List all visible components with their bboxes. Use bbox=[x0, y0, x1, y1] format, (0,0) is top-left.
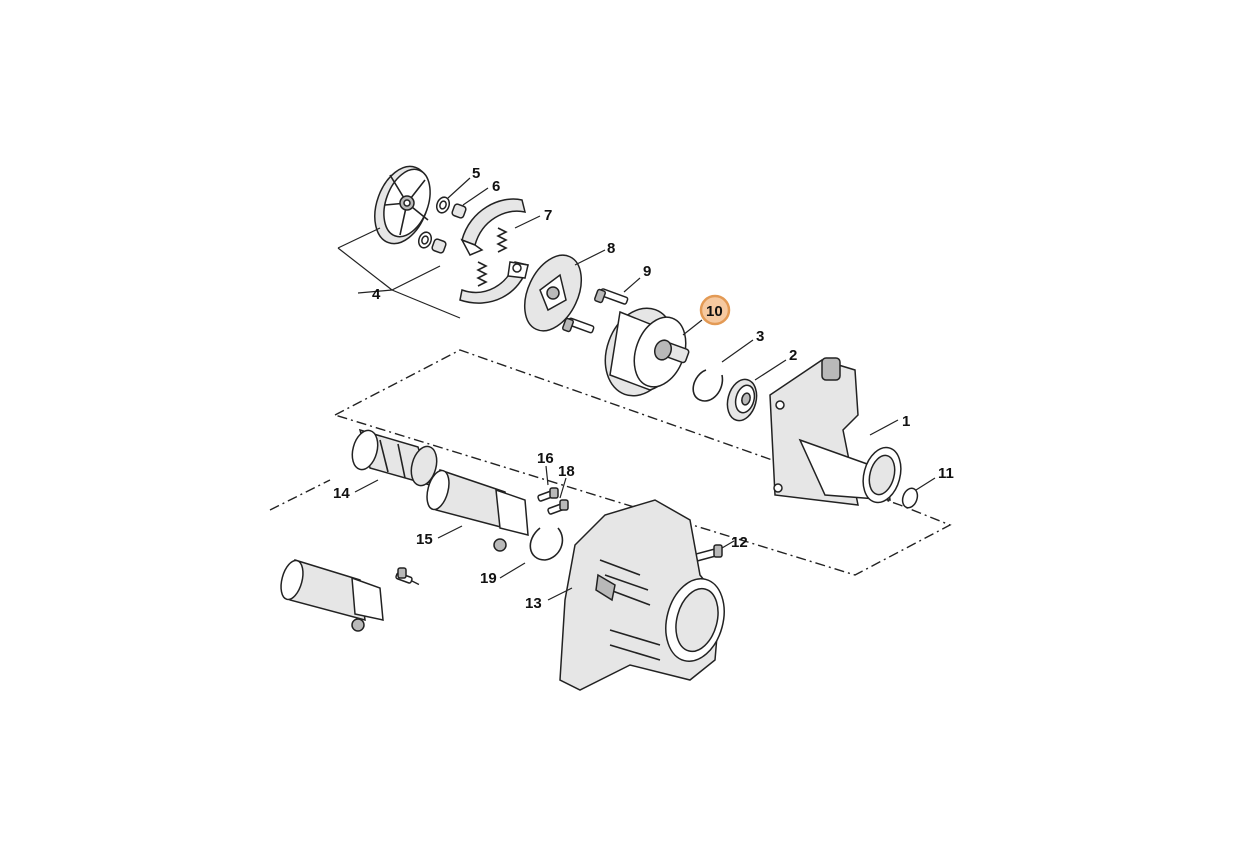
sleeve-14[interactable] bbox=[348, 428, 441, 489]
bush-6b[interactable] bbox=[431, 238, 447, 254]
callout-6: 6 bbox=[492, 178, 500, 195]
callout-12: 12 bbox=[731, 534, 748, 551]
bush-6[interactable] bbox=[451, 203, 467, 219]
leader-line-9 bbox=[623, 277, 641, 293]
leader-line-3 bbox=[721, 339, 754, 363]
clamp-tube-15[interactable] bbox=[423, 468, 529, 552]
callout-4: 4 bbox=[372, 286, 381, 303]
leader-line-16 bbox=[545, 465, 549, 486]
assembly-axis-line bbox=[269, 479, 331, 511]
leader-line-15 bbox=[437, 525, 463, 539]
screw-9-upper[interactable] bbox=[594, 288, 629, 305]
leader-line-7 bbox=[514, 215, 541, 229]
callout-16: 16 bbox=[537, 450, 554, 467]
leader-line-4 bbox=[391, 289, 461, 319]
leader-line-4 bbox=[357, 289, 393, 294]
leader-line-10 bbox=[682, 319, 703, 336]
leader-line-5 bbox=[447, 177, 471, 199]
callout-7: 7 bbox=[544, 207, 552, 224]
fan-housing-1[interactable] bbox=[769, 357, 907, 507]
leader-line-6 bbox=[462, 187, 489, 206]
assembly-boundary-line bbox=[334, 349, 952, 576]
wire-clip-19[interactable] bbox=[529, 527, 564, 561]
callout-14: 14 bbox=[333, 485, 350, 502]
circlip-11[interactable] bbox=[900, 486, 920, 510]
clutch-drum-10[interactable] bbox=[594, 298, 695, 405]
callout-3: 3 bbox=[756, 328, 764, 345]
leader-line-4 bbox=[337, 227, 381, 249]
callout-1: 1 bbox=[902, 413, 910, 430]
leader-line-8 bbox=[574, 249, 606, 266]
callout-9: 9 bbox=[643, 263, 651, 280]
callout-15: 15 bbox=[416, 531, 433, 548]
callout-2: 2 bbox=[789, 347, 797, 364]
leader-line-14 bbox=[354, 479, 379, 493]
gear-cover-13[interactable] bbox=[559, 499, 733, 691]
washer-5b[interactable] bbox=[417, 230, 434, 249]
leader-line-11 bbox=[915, 477, 936, 491]
circlip-3[interactable] bbox=[692, 369, 724, 402]
callout-10: 10 bbox=[706, 303, 723, 320]
tube-assembly-lower[interactable] bbox=[277, 558, 384, 632]
callout-18: 18 bbox=[558, 463, 575, 480]
leader-line-2 bbox=[754, 359, 787, 381]
callout-11: 11 bbox=[938, 465, 954, 482]
screw-18[interactable] bbox=[547, 499, 569, 515]
clutch-carrier[interactable] bbox=[365, 159, 439, 251]
leader-line-1 bbox=[869, 419, 899, 436]
spring-upper[interactable] bbox=[496, 227, 508, 253]
highlight-ring bbox=[699, 294, 731, 326]
callout-5: 5 bbox=[472, 165, 480, 182]
screw-9-lower[interactable] bbox=[562, 317, 595, 334]
clutch-shoe-lower[interactable] bbox=[459, 261, 529, 304]
clutch-shoe-upper[interactable] bbox=[460, 198, 527, 256]
screw-16[interactable] bbox=[537, 487, 559, 502]
leader-line-13 bbox=[547, 587, 573, 601]
spring-lower[interactable] bbox=[476, 261, 488, 287]
callout-19: 19 bbox=[480, 570, 497, 587]
callout-10-highlight[interactable]: 10 bbox=[699, 294, 731, 326]
callout-8: 8 bbox=[607, 240, 615, 257]
drive-plate-8[interactable] bbox=[513, 246, 592, 340]
callout-13: 13 bbox=[525, 595, 542, 612]
washer-5[interactable] bbox=[435, 195, 452, 214]
leader-line-19 bbox=[499, 562, 526, 579]
leader-line-4 bbox=[337, 247, 393, 291]
screw-lower-left[interactable] bbox=[395, 567, 413, 584]
leader-line-4 bbox=[391, 265, 441, 291]
leader-line-18 bbox=[559, 477, 567, 499]
leader-line-12 bbox=[721, 540, 735, 549]
bearing-2[interactable] bbox=[723, 376, 761, 424]
